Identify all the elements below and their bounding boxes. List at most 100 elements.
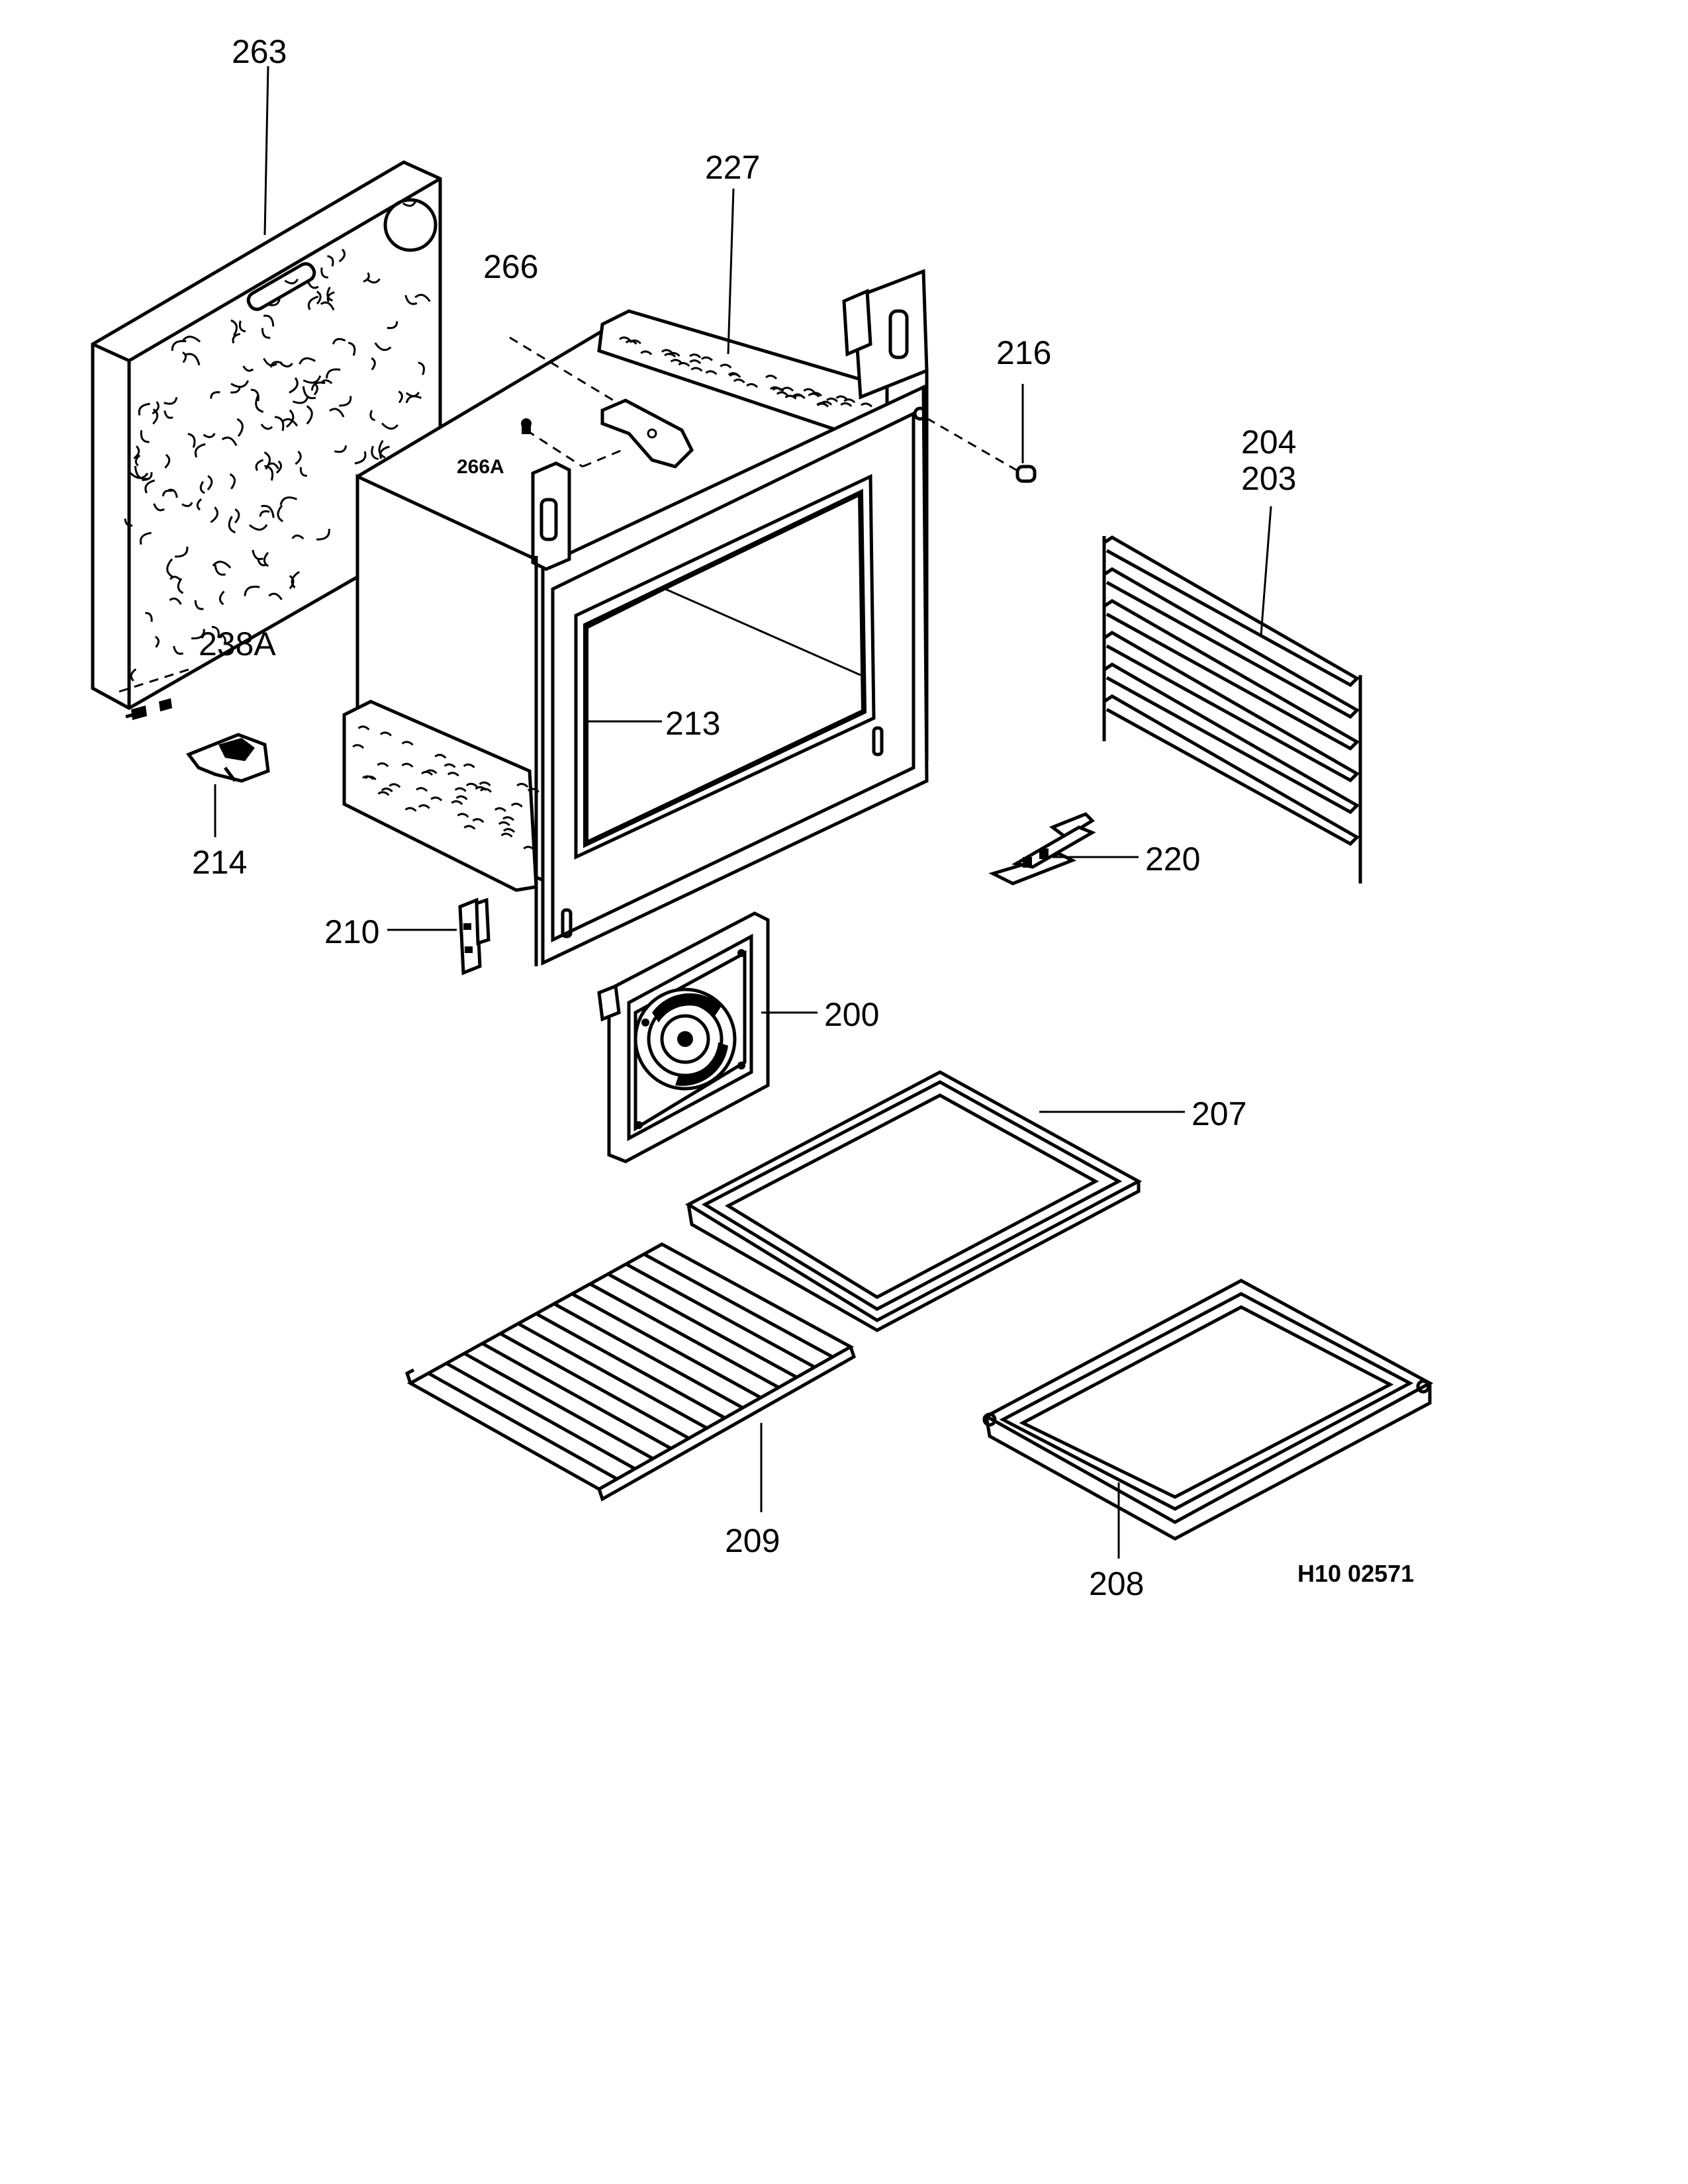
texture-stroke <box>772 387 784 392</box>
texture-stroke <box>629 340 641 345</box>
texture-stroke <box>465 782 478 788</box>
part-labels: 263 227 266 266A 216 204 203 238A 213 21… <box>192 33 1414 1602</box>
texture-stroke <box>138 402 150 416</box>
texture-stroke <box>402 201 416 207</box>
grid-bar <box>463 1351 654 1461</box>
texture-stroke <box>401 762 414 768</box>
texture-stroke <box>303 375 322 384</box>
texture-stroke <box>398 390 403 404</box>
texture-stroke <box>378 439 386 459</box>
texture-stroke <box>221 436 238 446</box>
texture-stroke <box>782 387 794 392</box>
part-220-sensor <box>988 812 1096 886</box>
grid-bar <box>589 1282 780 1389</box>
leader-lines <box>214 66 1272 1559</box>
texture-stroke <box>475 786 487 792</box>
part-214-lamp-holder <box>186 733 270 783</box>
texture-stroke <box>377 762 389 768</box>
texture-stroke <box>210 391 220 399</box>
texture-stroke <box>810 392 822 397</box>
part-200-fan-cover <box>597 911 770 1163</box>
texture-stroke <box>381 788 393 793</box>
texture-stroke <box>279 362 293 368</box>
texture-stroke <box>181 502 193 508</box>
texture-stroke <box>320 301 335 311</box>
texture-stroke <box>803 388 816 393</box>
texture-stroke <box>313 383 318 396</box>
grid-bar <box>499 1332 690 1440</box>
texture-stroke <box>498 821 510 827</box>
part-238a-screws <box>118 667 193 720</box>
texture-stroke <box>792 393 805 398</box>
texture-stroke <box>316 528 330 541</box>
texture-stroke <box>171 340 187 351</box>
texture-stroke <box>252 549 263 561</box>
texture-stroke <box>257 558 267 567</box>
texture-stroke <box>140 430 150 443</box>
texture-stroke <box>405 391 420 397</box>
texture-stroke <box>289 377 299 394</box>
texture-stroke <box>232 332 241 344</box>
texture-stroke <box>316 291 322 305</box>
texture-stroke <box>260 424 273 430</box>
texture-stroke <box>454 787 467 792</box>
texture-stroke <box>640 350 653 355</box>
texture-stroke <box>164 453 171 469</box>
texture-stroke <box>264 465 274 481</box>
texture-stroke <box>369 410 375 422</box>
texture-stroke <box>451 800 463 805</box>
texture-stroke <box>320 379 333 385</box>
label-227: 227 <box>705 149 760 186</box>
texture-stroke <box>861 402 872 408</box>
texture-stroke <box>218 590 225 606</box>
texture-stroke <box>418 804 430 809</box>
part-204-203-side-rack <box>1102 535 1362 884</box>
texture-stroke <box>268 592 283 600</box>
label-266: 266 <box>483 248 538 285</box>
texture-stroke <box>211 625 220 639</box>
texture-stroke <box>387 321 399 330</box>
texture-stroke <box>670 359 682 364</box>
grid-bar <box>553 1302 744 1410</box>
texture-stroke <box>152 408 159 425</box>
texture-stroke <box>494 807 506 812</box>
label-210: 210 <box>324 913 379 950</box>
texture-stroke <box>134 465 148 480</box>
texture-stroke <box>130 668 137 682</box>
texture-stroke <box>307 282 319 289</box>
texture-stroke <box>236 418 244 437</box>
texture-stroke <box>133 445 140 459</box>
texture-stroke <box>169 575 181 581</box>
texture-stroke <box>326 368 341 379</box>
texture-stroke <box>229 473 236 490</box>
texture-stroke <box>339 396 352 407</box>
texture-stroke <box>230 380 250 388</box>
texture-stroke <box>479 781 491 787</box>
texture-stroke <box>784 394 797 400</box>
texture-stroke <box>269 361 283 368</box>
texture-stroke <box>228 516 236 533</box>
texture-stroke <box>500 833 513 838</box>
texture-stroke <box>332 338 346 345</box>
texture-stroke <box>306 405 313 425</box>
label-207: 207 <box>1192 1095 1246 1132</box>
texture-stroke <box>244 586 260 596</box>
texture-stroke <box>281 418 299 427</box>
texture-stroke <box>619 336 632 341</box>
part-213-front-frame <box>531 269 929 966</box>
label-204: 204 <box>1241 424 1296 461</box>
texture-stroke <box>379 731 392 737</box>
texture-stroke <box>472 818 485 823</box>
texture-stroke <box>307 295 319 310</box>
grid-bar <box>571 1292 762 1399</box>
texture-stroke <box>455 795 468 800</box>
rack-rail <box>1103 599 1360 751</box>
grid-bar <box>427 1371 618 1480</box>
texture-stroke <box>285 409 295 428</box>
label-213: 213 <box>665 705 720 742</box>
part-227-oven-cavity <box>342 309 892 892</box>
texture-stroke <box>291 534 305 540</box>
texture-stroke <box>338 248 346 263</box>
texture-stroke <box>502 816 515 821</box>
grid-bar <box>535 1312 726 1420</box>
